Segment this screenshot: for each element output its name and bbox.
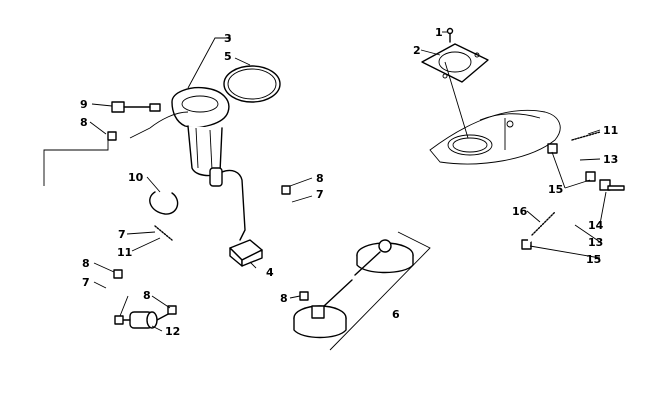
pump-body-line xyxy=(209,129,213,171)
callout-4: 4 xyxy=(266,266,274,279)
pump-body-line xyxy=(195,127,199,169)
tank-opening-inner xyxy=(452,137,488,153)
gasket-plate-hole xyxy=(438,51,472,73)
callout-13-lower: 13 xyxy=(588,236,603,249)
callout-1: 1 xyxy=(435,26,443,39)
fuel-line-main xyxy=(41,183,193,321)
seal-ring xyxy=(223,65,281,103)
valve-assembly xyxy=(293,231,431,351)
tank-opening xyxy=(447,134,493,156)
callout-5: 5 xyxy=(224,50,232,63)
pump-filter xyxy=(209,167,223,187)
callout-8-bottom: 8 xyxy=(280,292,288,305)
gasket-plate xyxy=(421,43,489,83)
hose-clamp xyxy=(521,239,532,250)
callout-11-left: 11 xyxy=(117,246,132,259)
callout-labels: 1 2 3 4 5 6 7 7 7 8 8 8 8 8 9 10 11 11 1… xyxy=(80,26,618,338)
pump-wire-connector xyxy=(129,127,151,139)
callout-2: 2 xyxy=(413,44,421,57)
hose-clamp xyxy=(113,269,123,279)
gasket-plate-outline xyxy=(421,43,489,83)
leader-lines xyxy=(89,31,607,332)
hose-fitting xyxy=(599,179,625,191)
spring-guard-lower xyxy=(531,211,556,236)
callout-8-filter: 8 xyxy=(143,289,151,302)
tank-vent-fitting xyxy=(506,120,514,128)
hose-clamp xyxy=(107,131,117,141)
valve-front-tube xyxy=(323,279,353,307)
screw xyxy=(446,27,454,43)
hose-right-lower xyxy=(528,193,602,242)
callout-7-left: 7 xyxy=(118,228,126,241)
valve-front-side xyxy=(293,317,347,339)
spring-coil xyxy=(571,131,601,141)
callout-8-left: 8 xyxy=(82,257,90,270)
retaining-clip xyxy=(149,191,179,215)
pump-wire-harness xyxy=(149,111,189,129)
callout-7-center: 7 xyxy=(316,188,324,201)
seal-ring-inner xyxy=(227,68,277,100)
valve-front-cap xyxy=(311,305,325,319)
callout-13-upper: 13 xyxy=(603,153,618,166)
fuel-sender xyxy=(229,239,263,267)
hose-left-lower xyxy=(98,279,125,333)
callout-11-right: 11 xyxy=(603,124,618,137)
float-arm xyxy=(221,169,246,241)
screw-head xyxy=(446,27,454,35)
fuel-tank-outline xyxy=(429,109,561,165)
hose-clamp xyxy=(281,185,291,195)
elbow-fitting xyxy=(111,101,151,113)
callout-8-center: 8 xyxy=(316,172,324,185)
callout-8-upper: 8 xyxy=(80,116,88,129)
valve-rear-side xyxy=(356,254,414,274)
bracket-line xyxy=(43,138,109,186)
pump-flange-center xyxy=(181,95,219,113)
spring-guard-right xyxy=(571,131,601,141)
hose-center xyxy=(285,197,301,271)
callout-10: 10 xyxy=(128,171,144,184)
callout-15-upper: 15 xyxy=(548,183,563,196)
fuel-filter xyxy=(121,311,173,329)
hose-right-upper xyxy=(551,148,607,188)
hose-clamp xyxy=(114,315,124,325)
callout-16: 16 xyxy=(512,205,528,218)
hose-clamp xyxy=(299,291,309,301)
spring-guard-left xyxy=(154,225,173,241)
valve-rear-cap xyxy=(378,239,392,253)
callout-9: 9 xyxy=(80,98,88,111)
tank-contour-line xyxy=(479,113,541,121)
gasket-bolt-hole xyxy=(442,73,448,79)
sender-front xyxy=(241,249,263,267)
fuel-pump-assembly xyxy=(129,86,246,241)
assembly-bracket xyxy=(329,231,431,351)
assembly-line xyxy=(444,61,469,139)
callout-7-lower: 7 xyxy=(82,276,90,289)
callout-6: 6 xyxy=(392,308,400,321)
gasket-bolt-hole xyxy=(474,52,480,58)
spring-coil xyxy=(531,211,556,236)
valve-rear-tube xyxy=(354,251,381,276)
fuel-tank-section xyxy=(429,61,561,165)
pump-flange xyxy=(171,86,230,128)
callout-12: 12 xyxy=(165,325,180,338)
callout-14: 14 xyxy=(588,219,604,232)
hose-clamp xyxy=(547,143,558,154)
hose-clamp xyxy=(167,305,177,315)
pump-outlet-nipple xyxy=(149,103,161,112)
callout-15-lower: 15 xyxy=(586,253,601,266)
hose-clamp xyxy=(585,171,596,182)
callout-3: 3 xyxy=(224,32,232,45)
